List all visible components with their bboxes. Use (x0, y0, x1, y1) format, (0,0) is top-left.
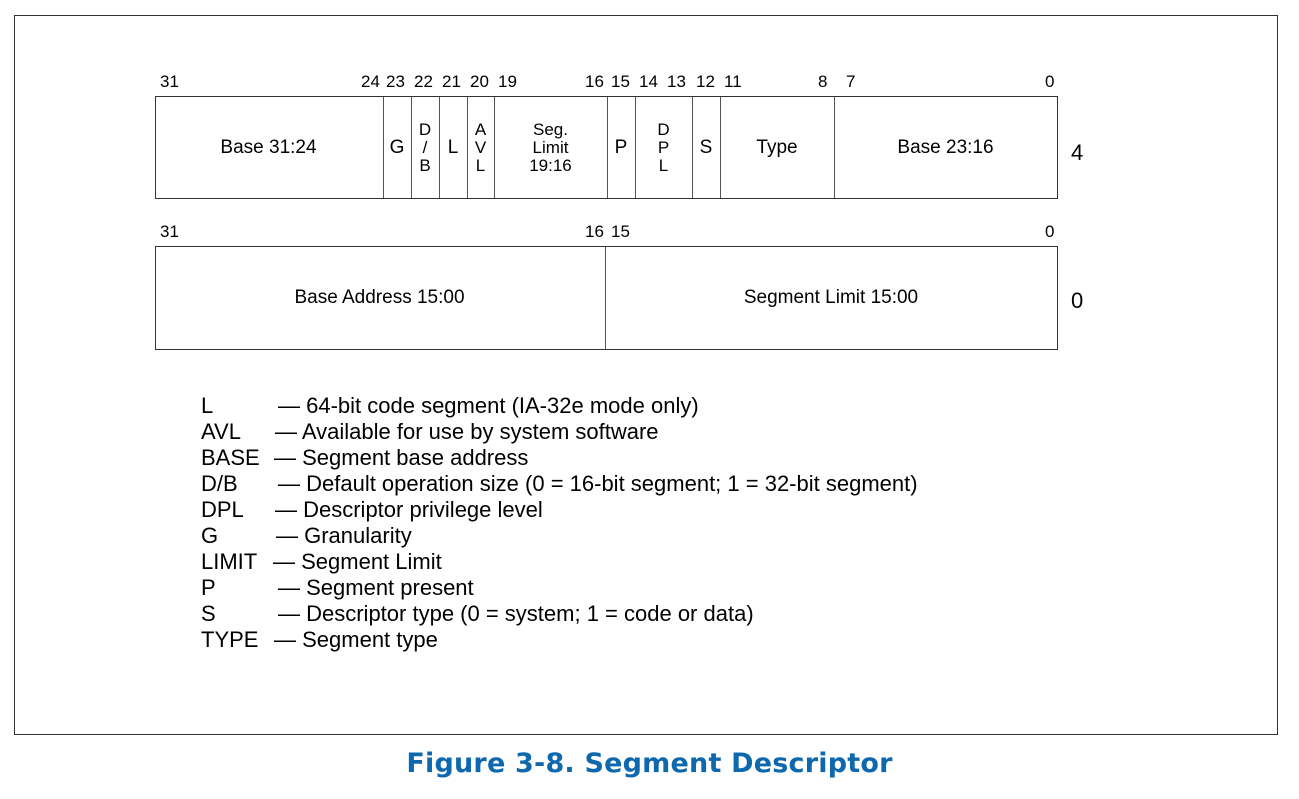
field-label: V (474, 137, 487, 157)
legend-description: — 64-bit code segment (IA-32e mode only) (278, 393, 699, 418)
bit-number-label: 24 (361, 72, 380, 91)
field-base-address-15-00: Base Address 15:00 (155, 247, 606, 349)
field-label: L (475, 155, 486, 175)
bit-number-label: 16 (585, 72, 604, 91)
field-label: A (474, 119, 487, 139)
lower-dword-offset: 0 (1071, 288, 1084, 313)
field-type: Type (721, 97, 835, 198)
bit-number-label: 12 (696, 72, 715, 91)
legend-term: G (201, 523, 219, 548)
bit-number-label: 16 (585, 222, 604, 241)
legend-description: — Segment type (274, 627, 438, 652)
field-p: P (608, 97, 636, 198)
field-d-b: D/B (412, 97, 440, 198)
field-label: D (657, 119, 670, 139)
field-label: P (614, 136, 628, 158)
bit-number-label: 8 (818, 72, 828, 91)
legend-description: — Available for use by system software (275, 419, 659, 444)
bit-number-label: 22 (414, 72, 433, 91)
field-segment-limit-15-00: Segment Limit 15:00 (606, 247, 1057, 349)
legend-term: P (201, 575, 216, 600)
legend-term: D/B (201, 471, 238, 496)
bit-number-label: 31 (160, 72, 179, 91)
field-label: B (419, 155, 431, 175)
field-label: Base Address 15:00 (294, 287, 465, 308)
field-label: Limit (532, 137, 569, 157)
bit-number-label: 15 (611, 72, 630, 91)
bit-number-label: 31 (160, 222, 179, 241)
bit-number-label: 14 (639, 72, 658, 91)
bit-number-label: 0 (1045, 222, 1055, 241)
field-label: Base 31:24 (220, 136, 317, 158)
field-base-23-16: Base 23:16 (835, 97, 1057, 198)
legend-description: — Descriptor privilege level (275, 497, 543, 522)
figure-frame (14, 15, 1278, 735)
legend-description: — Segment present (278, 575, 474, 600)
legend-description: — Segment base address (274, 445, 529, 470)
legend-term: L (201, 393, 214, 418)
field-label: L (658, 155, 669, 175)
bit-number-label: 13 (667, 72, 686, 91)
field-base-31-24: Base 31:24 (155, 97, 384, 198)
legend-term: DPL (201, 497, 244, 522)
field-label: Base 23:16 (897, 136, 994, 158)
figure-caption: Figure 3-8. Segment Descriptor (406, 748, 893, 779)
field-label: G (389, 136, 405, 158)
field-label: Type (756, 136, 798, 158)
bit-number-label: 20 (470, 72, 489, 91)
bit-number-label: 19 (498, 72, 517, 91)
field-label: D (418, 119, 432, 139)
lower-dword-row: Base Address 15:00 Segment Limit 15:00 (155, 246, 1058, 350)
field-g: G (384, 97, 412, 198)
legend-description: — Default operation size (0 = 16-bit seg… (278, 471, 918, 496)
bit-number-label: 21 (442, 72, 461, 91)
bit-number-label: 7 (846, 72, 856, 91)
field-l: L (440, 97, 468, 198)
field-label: S (699, 136, 713, 158)
legend-description: — Descriptor type (0 = system; 1 = code … (278, 601, 754, 626)
field-label: / (422, 137, 428, 157)
legend-term: S (201, 601, 216, 626)
bit-number-label: 0 (1045, 72, 1055, 91)
legend-term: BASE (201, 445, 260, 470)
upper-dword-offset: 4 (1071, 140, 1084, 165)
field-s: S (693, 97, 721, 198)
legend-description: — Segment Limit (273, 549, 442, 574)
field-label: L (447, 136, 459, 158)
bit-number-label: 23 (386, 72, 405, 91)
field-label: P (657, 137, 670, 157)
legend-term: TYPE (201, 627, 259, 652)
legend-term: AVL (201, 419, 241, 444)
field-label: Seg. (533, 119, 568, 139)
bit-number-label: 11 (724, 72, 742, 91)
field-label: Segment Limit 15:00 (743, 287, 919, 308)
bit-number-label: 15 (611, 222, 630, 241)
legend-description: — Granularity (276, 523, 412, 548)
legend-term: LIMIT (201, 549, 258, 574)
field-label: 19:16 (529, 155, 572, 175)
